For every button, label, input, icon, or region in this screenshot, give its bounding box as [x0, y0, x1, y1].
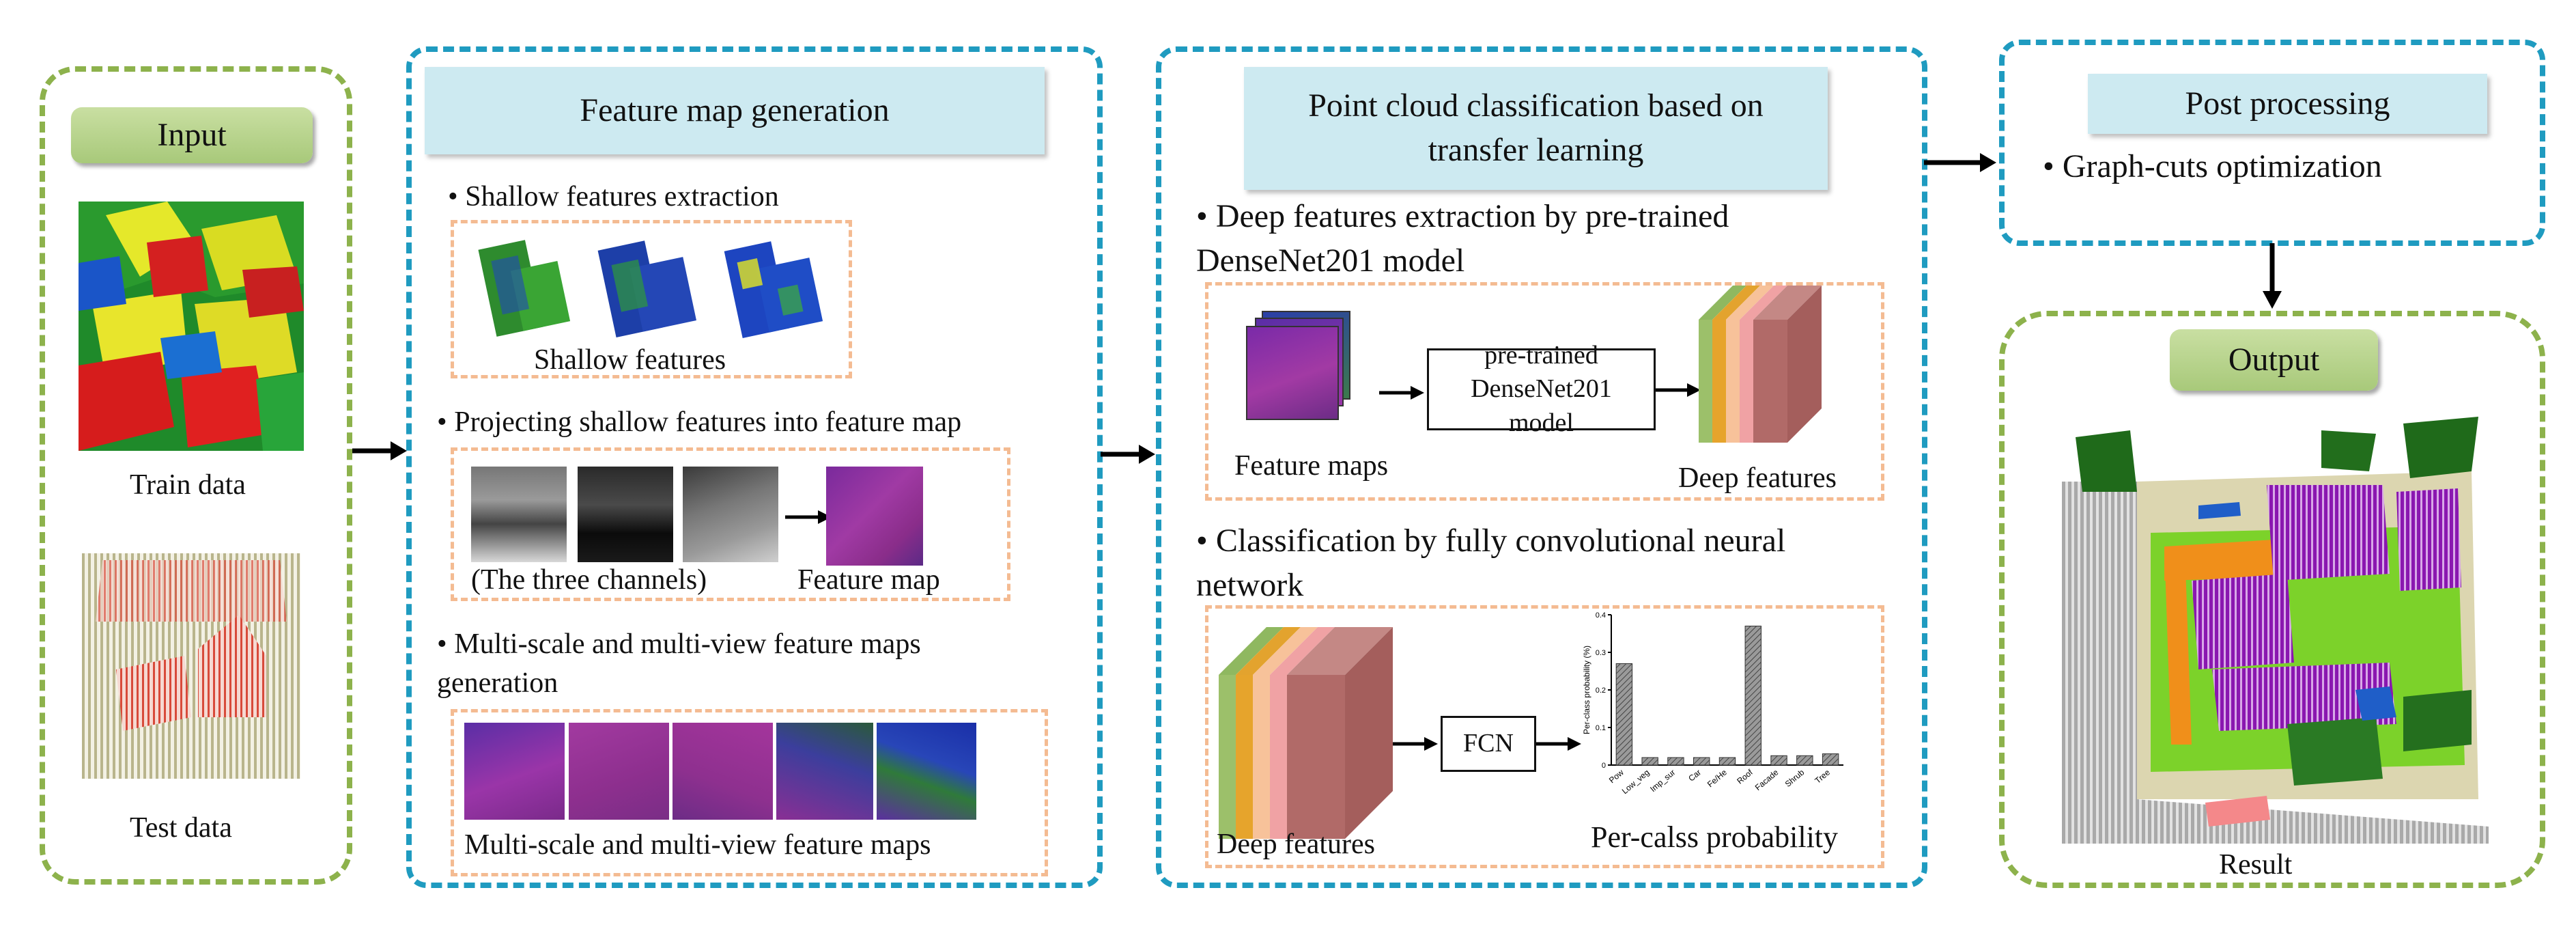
- arrow-deepfeatures-to-fcn: [1393, 737, 1438, 751]
- x-tick-label: Imp_sur: [1648, 768, 1677, 794]
- shallow-features-text: Shallow features extraction: [465, 181, 779, 212]
- graph-cuts-bullet: • Graph-cuts optimization: [2043, 145, 2382, 189]
- x-tick-label: Pow: [1607, 767, 1626, 785]
- feature-map-caption: Feature map: [797, 564, 940, 596]
- x-tick-label: Car: [1686, 768, 1703, 784]
- arrow-featuremap-to-classification: [1101, 445, 1155, 464]
- deep-features-cube: [1699, 286, 1822, 443]
- y-tick-label: 0.3: [1596, 649, 1606, 657]
- x-tick-label: Shrub: [1783, 767, 1807, 789]
- projecting-bullet: • Projecting shallow features into featu…: [437, 403, 961, 442]
- post-processing-panel: [1999, 40, 2545, 246]
- classification-header: Point cloud classification based on tran…: [1244, 67, 1828, 190]
- feature-map-panel: [406, 46, 1103, 888]
- multiscale-image-3: [673, 723, 773, 820]
- train-data-label: Train data: [130, 469, 246, 501]
- shallow-features-box: [451, 220, 852, 378]
- deep-features-box: [1205, 282, 1884, 501]
- shallow-features-caption: Shallow features: [534, 344, 726, 376]
- x-tick-label: Facade: [1753, 767, 1781, 792]
- y-axis-label: Per-class probability (%): [1582, 646, 1591, 734]
- channels-caption: (The three channels): [471, 564, 707, 596]
- channel-image-1: [471, 467, 567, 562]
- fcn-text: Classification by fully convolutional ne…: [1196, 523, 1786, 603]
- arrow-channels-to-featuremap: [785, 510, 832, 524]
- y-tick-label: 0.2: [1596, 687, 1606, 695]
- y-tick-label: 0: [1602, 762, 1606, 770]
- projecting-box: [451, 447, 1010, 601]
- deep-features-caption-2: Deep features: [1217, 829, 1376, 860]
- deep-features-bullet: • Deep features extraction by pre-traine…: [1196, 195, 1893, 283]
- feature-maps-stack-front: [1246, 326, 1339, 420]
- bullet-dot: •: [448, 181, 458, 212]
- train-data-image: [79, 202, 304, 451]
- bullet-dot: •: [2043, 148, 2054, 184]
- input-panel: [40, 66, 352, 885]
- y-tick-label: 0.1: [1596, 724, 1606, 732]
- multiscale-box: [451, 709, 1048, 876]
- x-tick-label: Roof: [1735, 767, 1755, 786]
- channel-image-3: [683, 467, 778, 562]
- multiscale-text: Multi-scale and multi-view feature maps …: [437, 628, 921, 699]
- input-header: Input: [71, 107, 313, 163]
- shallow-features-bullet: • Shallow features extraction: [448, 178, 779, 217]
- result-image: [2062, 417, 2489, 844]
- x-tick-label: Tree: [1813, 767, 1832, 786]
- bar-car: [1693, 757, 1710, 766]
- x-tick-label: Low_veg: [1620, 768, 1652, 796]
- bullet-dot: •: [1196, 198, 1208, 234]
- arrow-model-to-deepfeatures: [1656, 383, 1701, 397]
- feature-map-image: [826, 467, 923, 566]
- densenet-model-box: pre-trained DenseNet201 model: [1427, 341, 1656, 437]
- bar-imp-sur: [1667, 757, 1684, 766]
- arrow-classification-to-post: [1924, 153, 1996, 172]
- arrow-fcn-to-probability: [1536, 737, 1581, 751]
- bullet-dot: •: [1196, 523, 1208, 559]
- y-tick-label: 0.4: [1596, 611, 1606, 620]
- graph-cuts-text: Graph-cuts optimization: [2062, 148, 2382, 184]
- deep-features-caption: Deep features: [1678, 462, 1837, 494]
- bar-shrub: [1796, 755, 1813, 766]
- deep-features-cube-2: [1219, 627, 1393, 839]
- channel-image-2: [578, 467, 673, 562]
- bar-facade: [1770, 755, 1787, 766]
- deep-features-text: Deep features extraction by pre-trained …: [1196, 198, 1729, 279]
- multiscale-bullet: • Multi-scale and multi-view feature map…: [437, 625, 1038, 702]
- fcn-box-area: [1205, 605, 1884, 868]
- fcn-bullet: • Classification by fully convolutional …: [1196, 519, 1893, 608]
- bullet-dot: •: [437, 628, 447, 660]
- bar-fe-he: [1718, 757, 1736, 766]
- projecting-text: Projecting shallow features into feature…: [454, 406, 962, 438]
- output-panel: [1999, 311, 2545, 888]
- multiscale-image-5: [877, 723, 976, 820]
- shallow-features-images: [478, 240, 823, 339]
- result-label: Result: [2219, 849, 2293, 881]
- feature-map-header: Feature map generation: [425, 67, 1045, 154]
- bar-tree: [1822, 753, 1839, 766]
- multiscale-image-1: [464, 723, 565, 820]
- multiscale-image-4: [776, 723, 873, 820]
- test-data-image: [82, 553, 300, 779]
- arrow-featuremaps-to-model: [1379, 386, 1424, 400]
- test-data-label: Test data: [130, 812, 232, 844]
- bar-roof: [1744, 626, 1761, 766]
- output-header: Output: [2170, 329, 2378, 391]
- bar-pow: [1615, 663, 1633, 766]
- bar-low-veg: [1641, 757, 1658, 766]
- arrow-post-to-output: [2263, 243, 2282, 309]
- feature-maps-caption: Feature maps: [1234, 450, 1389, 482]
- multiscale-caption: Multi-scale and multi-view feature maps: [464, 829, 931, 861]
- fcn-box: FCN: [1441, 716, 1536, 772]
- bullet-dot: •: [437, 406, 447, 438]
- post-processing-header: Post processing: [2088, 74, 2487, 134]
- x-tick-label: Fe/He: [1705, 767, 1729, 789]
- multiscale-image-2: [569, 723, 669, 820]
- classification-panel: [1156, 46, 1927, 888]
- per-class-probability-caption: Per-calss probability: [1591, 820, 1839, 854]
- arrow-input-to-featuremap: [352, 441, 407, 460]
